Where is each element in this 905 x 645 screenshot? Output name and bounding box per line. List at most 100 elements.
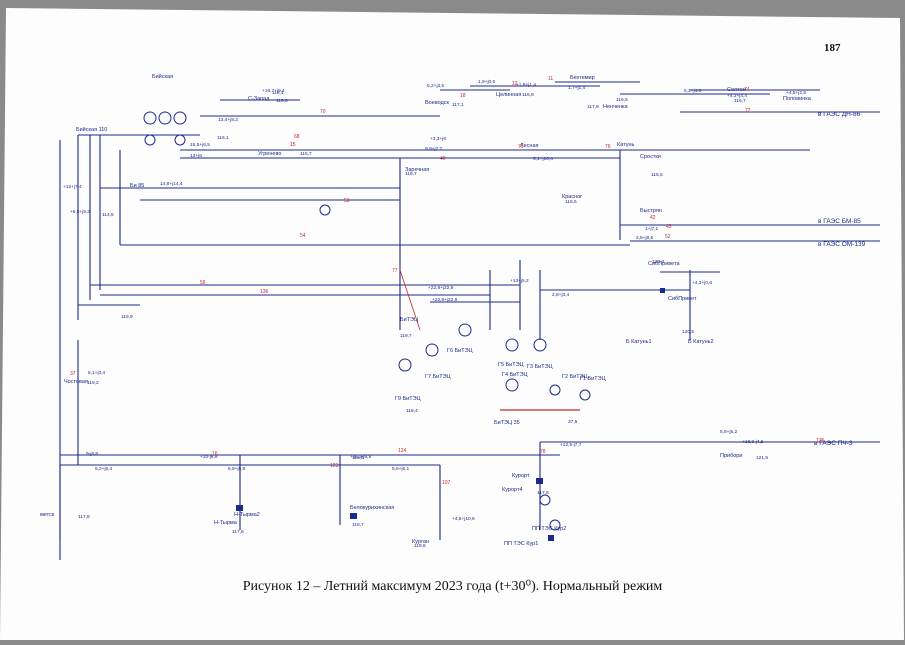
- flow-label: 9-j8,8: [86, 451, 98, 457]
- voltage-label: 117,8: [78, 514, 90, 520]
- voltage-label: 118,5: [352, 455, 364, 461]
- transformer-g5: [505, 338, 519, 352]
- line-number: 54: [300, 233, 306, 239]
- line-number: 78: [540, 449, 546, 455]
- line-number: 40: [440, 156, 446, 162]
- flow-label: 5,6+j6,1: [392, 466, 410, 472]
- exit-label-gaes_dn: в ГАЭС ДН-86: [818, 111, 861, 118]
- line-number: 72: [745, 108, 751, 114]
- substation-label-pptets2: ПП ТЭС Кур2: [532, 526, 566, 532]
- flow-label: 13,4+j8,2: [218, 117, 238, 123]
- substation-label-kurort4: Курорт4: [502, 487, 523, 493]
- voltage-label: 117,5: [537, 490, 549, 496]
- transformer-mid: [319, 204, 331, 216]
- substation-label-polovinka: Половинка: [783, 96, 812, 102]
- page-number: 187: [824, 42, 841, 54]
- exit-label-gaes_om: в ГАЭС ОМ-139: [818, 241, 866, 248]
- line-red-bitetz: [399, 269, 421, 331]
- substation-label-g3: Г3 БиТЭЦ: [527, 364, 553, 370]
- flow-label: 5,2+j3,5: [427, 83, 445, 89]
- substation-label-g2: Г2 БиТЭЦ: [562, 374, 588, 380]
- paper-sheet: [0, 8, 904, 640]
- voltage-label: 117,9: [587, 104, 599, 110]
- voltage-label: 116,9: [522, 92, 534, 98]
- flow-label: 15,5+j6,5: [190, 142, 210, 148]
- line-number: 68: [294, 134, 300, 140]
- node-belokur: [350, 513, 357, 519]
- flow-label: +4,3+j0,6: [692, 280, 712, 286]
- voltage-label: 118,7: [352, 522, 364, 528]
- transformer-bi85-2: [174, 134, 186, 146]
- figure-caption: Рисунок 12 – Летний максимум 2023 года (…: [242, 579, 663, 594]
- line-number: 56: [200, 280, 206, 286]
- transformer-kurort: [539, 494, 551, 506]
- transformer-biysk-3: [173, 111, 187, 125]
- voltage-label: 118,7: [405, 171, 417, 177]
- voltage-label: 118,4: [406, 408, 418, 414]
- exit-label-gaes_pch: в ГАЭС ПЧ-3: [814, 440, 853, 447]
- flow-label: +18,9-j4,5: [742, 439, 764, 445]
- transformer-g7: [425, 343, 439, 357]
- flow-label: 6,9+j6,8: [228, 466, 246, 472]
- flow-label: +13+j5,2: [510, 278, 529, 284]
- flow-label: 1,9+j0,5: [478, 79, 496, 85]
- node-kurort: [536, 478, 543, 484]
- substation-label-bi85: Би 85: [130, 183, 144, 189]
- substation-label-zarechnaya: Заречная: [405, 167, 429, 173]
- substation-label-lesnaya: Лесная: [520, 143, 539, 149]
- line-number: 77: [392, 268, 398, 274]
- voltage-label: 117,6: [232, 529, 244, 535]
- flow-label: +12+j7,4: [63, 184, 82, 190]
- voltage-label: 116,7: [734, 98, 746, 104]
- flow-label: 1+j7,1: [645, 226, 659, 232]
- substation-label-g5: Г5 БиТЭЦ: [498, 362, 524, 368]
- substation-label-nenchenka: Ненченка: [603, 104, 629, 110]
- flow-label: 2,8+j3,4: [552, 292, 570, 298]
- flow-label: +4,5+j2,5: [786, 90, 806, 96]
- substation-label-bystryan: Быстрян: [640, 208, 662, 214]
- voltage-label: 114,6: [102, 212, 114, 218]
- substation-label-biysk110: Бийская 110: [76, 126, 107, 133]
- substation-label-bitetz35: БиТЭЦ 35: [494, 420, 520, 426]
- flow-label: 1,7+j1,4: [568, 85, 586, 91]
- flow-label: +12,5-j7,7: [560, 442, 582, 448]
- substation-label-kurort: Курорт: [512, 473, 530, 479]
- node-sib: [660, 288, 665, 293]
- substation-label-bkatun1: Б Катунь1: [626, 339, 652, 345]
- substation-label-belokur: Белокурихинская: [350, 505, 394, 511]
- substation-label-g1: Г1 БиТЭЦ: [580, 376, 606, 382]
- line-number: 12: [512, 81, 518, 87]
- node-ntyrma: [236, 505, 243, 511]
- substation-label-sibprivet2: СибПривет: [668, 296, 697, 302]
- line-number: 74: [744, 87, 750, 93]
- flow-label: +6,5+j5,3: [70, 209, 90, 215]
- transformer-g4: [505, 378, 519, 392]
- substation-label-krasnog: Красног: [562, 194, 582, 200]
- line-number: 107: [442, 480, 451, 486]
- node-pptets: [548, 535, 554, 541]
- substation-label-tselinnaya: Целинная: [496, 92, 521, 98]
- flow-label: +22,8+j22,9: [428, 285, 454, 291]
- substation-label-bitetz: БиТЭЦ: [400, 317, 418, 323]
- transformer-g3: [533, 338, 547, 352]
- substation-label-chostovaya: Чостовая: [64, 379, 88, 385]
- flow-label: +4,3+j4,4: [727, 93, 747, 99]
- exit-label-gaes_bm: в ГАЭС БМ-85: [818, 218, 861, 225]
- substation-label-szapad: С-Запад: [248, 96, 270, 102]
- line-number: 42: [650, 215, 656, 221]
- flow-label: 2,5+j8,6: [636, 235, 654, 241]
- substation-label-g4: Г4 БиТЭЦ: [502, 372, 528, 378]
- line-number: 11: [548, 76, 553, 82]
- substation-label-sogon: Солтон: [727, 87, 746, 93]
- voltage-label: 119,6: [276, 98, 288, 104]
- line-number: 18: [460, 93, 466, 99]
- voltage-label: 120,5: [682, 329, 694, 335]
- line-number: 52: [665, 234, 671, 240]
- transformer-biysk-1: [143, 111, 157, 125]
- flow-label: +4,5+j10,6: [452, 516, 475, 522]
- substation-label-sibprivet1: СибПривета: [648, 261, 680, 267]
- line-number: 76: [605, 144, 611, 150]
- flow-label: +1,8+j1,4: [516, 82, 536, 88]
- flow-label: +3,3+j6: [430, 136, 446, 142]
